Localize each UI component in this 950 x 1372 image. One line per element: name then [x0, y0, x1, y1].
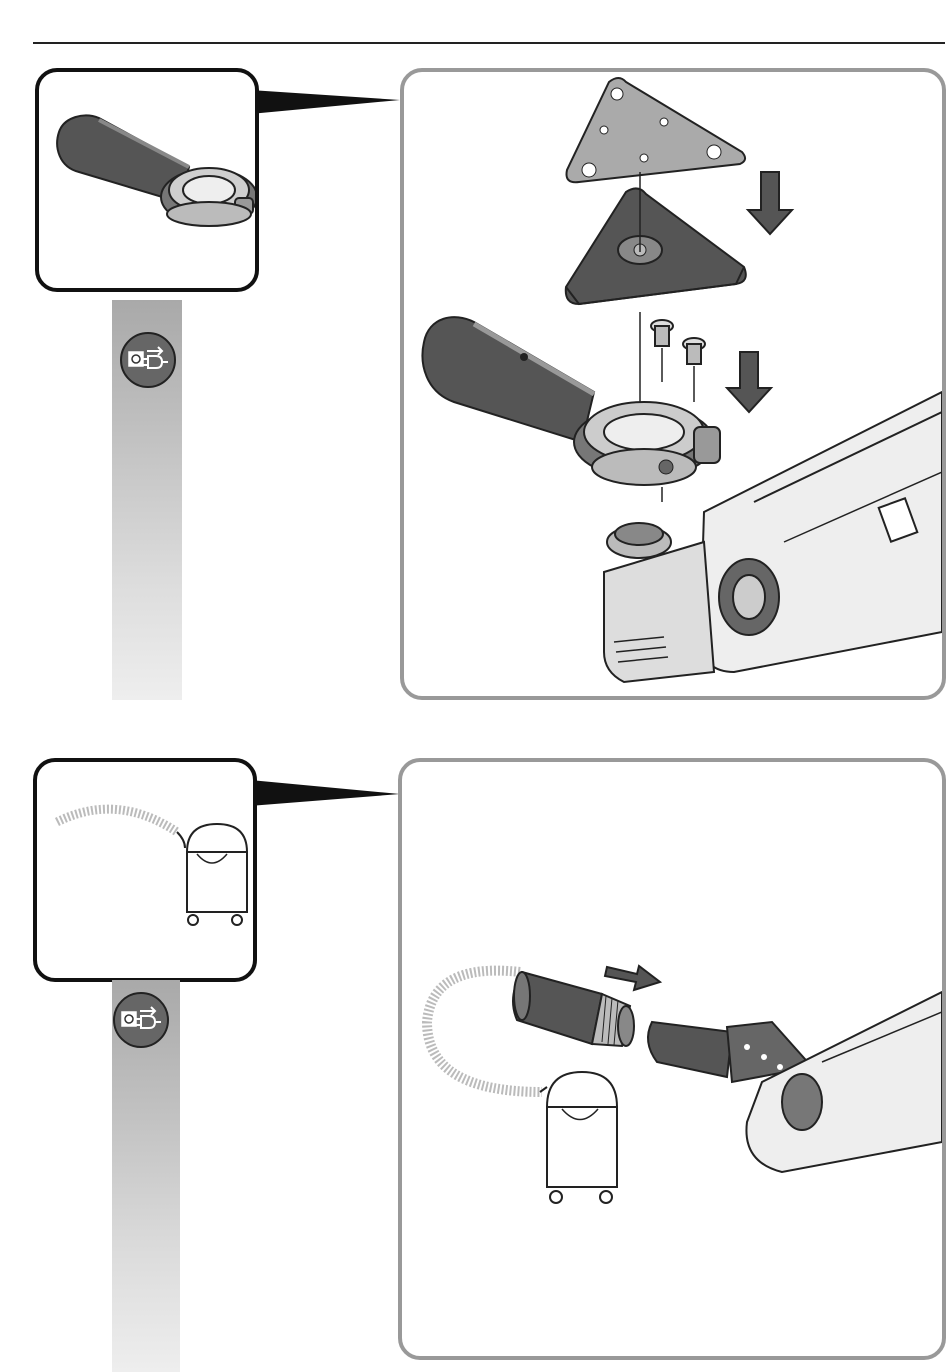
- mounting-screws: [651, 320, 705, 402]
- thumbnail-panel: [35, 68, 259, 292]
- dust-extractor: [540, 1072, 617, 1203]
- dust-extractor-icon: [37, 762, 253, 978]
- connection-illustration-panel: [398, 758, 946, 1360]
- callout-pointer: [250, 776, 402, 808]
- unplug-power-icon: [120, 332, 176, 388]
- assembly-illustration-panel: [400, 68, 946, 700]
- push-arrow: [605, 966, 660, 990]
- hood-assembly-illustration: [404, 72, 942, 696]
- hose-adapter: [513, 972, 634, 1046]
- extraction-hood: [423, 317, 720, 485]
- step-1: [0, 0, 950, 710]
- callout-pointer: [250, 86, 402, 118]
- downward-arrow: [748, 172, 792, 234]
- thumbnail-panel: [33, 758, 257, 982]
- step-2: [0, 700, 950, 1372]
- extractor-connection-illustration: [402, 762, 942, 1356]
- dust-extraction-hood-icon: [39, 72, 255, 288]
- downward-arrow: [727, 352, 771, 412]
- unplug-power-icon: [113, 992, 169, 1048]
- multi-tool-with-hood: [648, 992, 942, 1172]
